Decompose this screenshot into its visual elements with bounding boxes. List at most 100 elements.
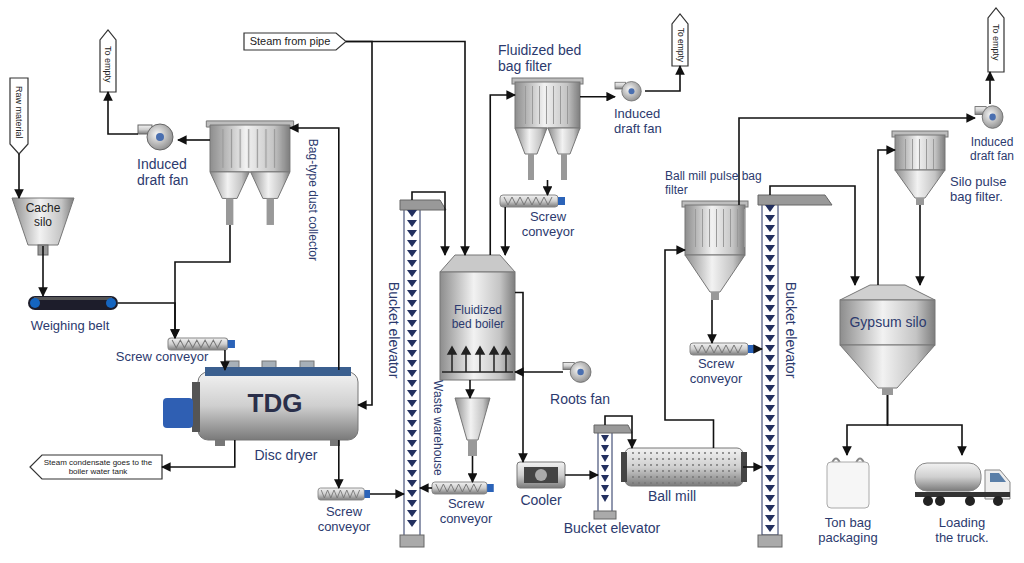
- fluidized-bed-boiler-part-part: [476, 347, 484, 354]
- fluidized-bed-boiler-part-part: [448, 347, 456, 354]
- weighing-belt: [28, 296, 118, 310]
- equipment-label: Disc dryer: [246, 447, 326, 463]
- arrow-tags-part: [30, 455, 162, 479]
- vertical-label: To empty: [675, 25, 685, 65]
- boiler: Fluidized bed boiler: [440, 255, 515, 380]
- fan: Induced draft fan: [138, 122, 178, 152]
- pulse-bag-filter-part: [685, 255, 745, 292]
- disc-dryer-part: [205, 367, 351, 376]
- elevator-bucket: [765, 515, 775, 522]
- screw-conveyor: Screw conveyor: [168, 338, 235, 350]
- waste-hopper-part: [455, 398, 490, 440]
- bag-filter-part: [515, 82, 580, 128]
- cooler-part: [535, 469, 547, 481]
- elevator-bucket: [765, 345, 775, 352]
- elevator-bucket: [765, 455, 775, 462]
- flow-line: [515, 293, 523, 463]
- equipment-label: Gypsum silo: [843, 314, 933, 330]
- equipment-label: Steam condensate goes to the boiler wate…: [39, 458, 157, 476]
- flow-line: [290, 128, 339, 370]
- elevator-bucket: [765, 265, 775, 272]
- gypsum-silo-part: [840, 285, 935, 300]
- elevator-bucket: [407, 420, 417, 427]
- arrow-tags-part: [244, 33, 346, 50]
- elevator-bucket: [765, 205, 775, 212]
- elevator-bucket: [407, 520, 417, 527]
- hopper: Waste warehouse: [455, 398, 490, 456]
- tanker-truck-part: [935, 496, 945, 506]
- bucket-elevator-part: [404, 205, 420, 540]
- elevator-bucket: [765, 245, 775, 252]
- exhaust-tag: To empty: [988, 8, 1004, 72]
- elevator-bucket: [407, 400, 417, 407]
- elevator-bucket: [407, 290, 417, 297]
- equipment-label: Cooler: [511, 492, 571, 508]
- elevator-bucket: [601, 485, 609, 492]
- screw-conveyor-part: [504, 197, 552, 205]
- cooler: [517, 462, 565, 488]
- screw-conveyor: Screw conveyor: [432, 482, 494, 494]
- elevator-bucket: [765, 305, 775, 312]
- elevator-bucket: [765, 375, 775, 382]
- equipment-label: Fluidized bed bag filter: [498, 42, 606, 74]
- gypsum-silo-part: [882, 388, 893, 395]
- flow-line: [346, 42, 372, 406]
- bag-dust-collector-part: [210, 172, 249, 199]
- disc-dryer-part: [192, 382, 200, 432]
- ball-mill: Ball mill: [625, 448, 743, 486]
- steam-tag: Steam from pipe: [244, 33, 346, 50]
- vertical-label: Waste warehouse: [430, 378, 444, 478]
- elevator-bucket: [765, 235, 775, 242]
- screw-conveyor: [168, 338, 235, 350]
- bag-filter-part: [515, 82, 580, 128]
- elevator-bucket: [765, 365, 775, 372]
- elevator-bucket: [765, 355, 775, 362]
- screw-conveyor-part: [321, 490, 359, 498]
- elevator-bucket: [765, 255, 775, 262]
- fluidized-bed-boiler-part: [440, 272, 515, 380]
- bucket-elevator-part: [758, 195, 832, 205]
- elevator-bucket: [765, 415, 775, 422]
- elevator-bucket: [407, 300, 417, 307]
- induced-draft-fan: [615, 82, 641, 102]
- gypsum-silo: [840, 285, 935, 395]
- arrow-tags-part: [672, 14, 688, 66]
- equipment-label: Screw conveyor: [112, 350, 212, 365]
- bag-filter: Silo pulse bag filter.: [895, 135, 945, 205]
- flow-line: [370, 493, 404, 495]
- elevator-bucket: [407, 370, 417, 377]
- elevator-bucket: [765, 315, 775, 322]
- vertical-label: Bag-type dust collector: [305, 130, 319, 270]
- ball-mill: [621, 448, 747, 486]
- flow-line: [412, 192, 445, 255]
- equipment-label: Screw conveyor: [684, 357, 748, 387]
- elevator-bucket: [407, 490, 417, 497]
- screw-conveyor: [432, 482, 494, 494]
- induced-draft-fan-part: [982, 106, 1003, 129]
- elevator-bucket: [407, 380, 417, 387]
- equipment-label: TDG: [235, 389, 315, 419]
- cooler-part: [524, 467, 558, 483]
- screw-conveyor-part: [436, 484, 482, 492]
- inlet-tag: Raw material: [10, 78, 28, 154]
- elevator-bucket: [407, 390, 417, 397]
- bag-dust-collector-part: [210, 125, 290, 172]
- screw-conveyor-part: [172, 340, 221, 348]
- screw-conveyor: [318, 488, 370, 500]
- elevator-bucket: [765, 495, 775, 502]
- screw-conveyor-part: [168, 338, 228, 350]
- flow-line: [739, 118, 975, 205]
- screw-conveyor: Screw conveyor: [690, 343, 755, 355]
- elevator-bucket: [407, 330, 417, 337]
- induced-draft-fan-part: [147, 124, 173, 150]
- flow-line: [108, 92, 138, 134]
- equipment-label: Cache silo: [18, 202, 68, 230]
- flow-line: [743, 466, 762, 468]
- silo: Gypsum silo: [840, 285, 935, 395]
- ball-mill-part: [629, 450, 739, 484]
- elevator-bucket: [765, 505, 775, 512]
- flow-line: [878, 150, 895, 285]
- fluidized-bed-boiler: [440, 255, 515, 380]
- dust-collector: Bag-type dust collector: [210, 125, 290, 225]
